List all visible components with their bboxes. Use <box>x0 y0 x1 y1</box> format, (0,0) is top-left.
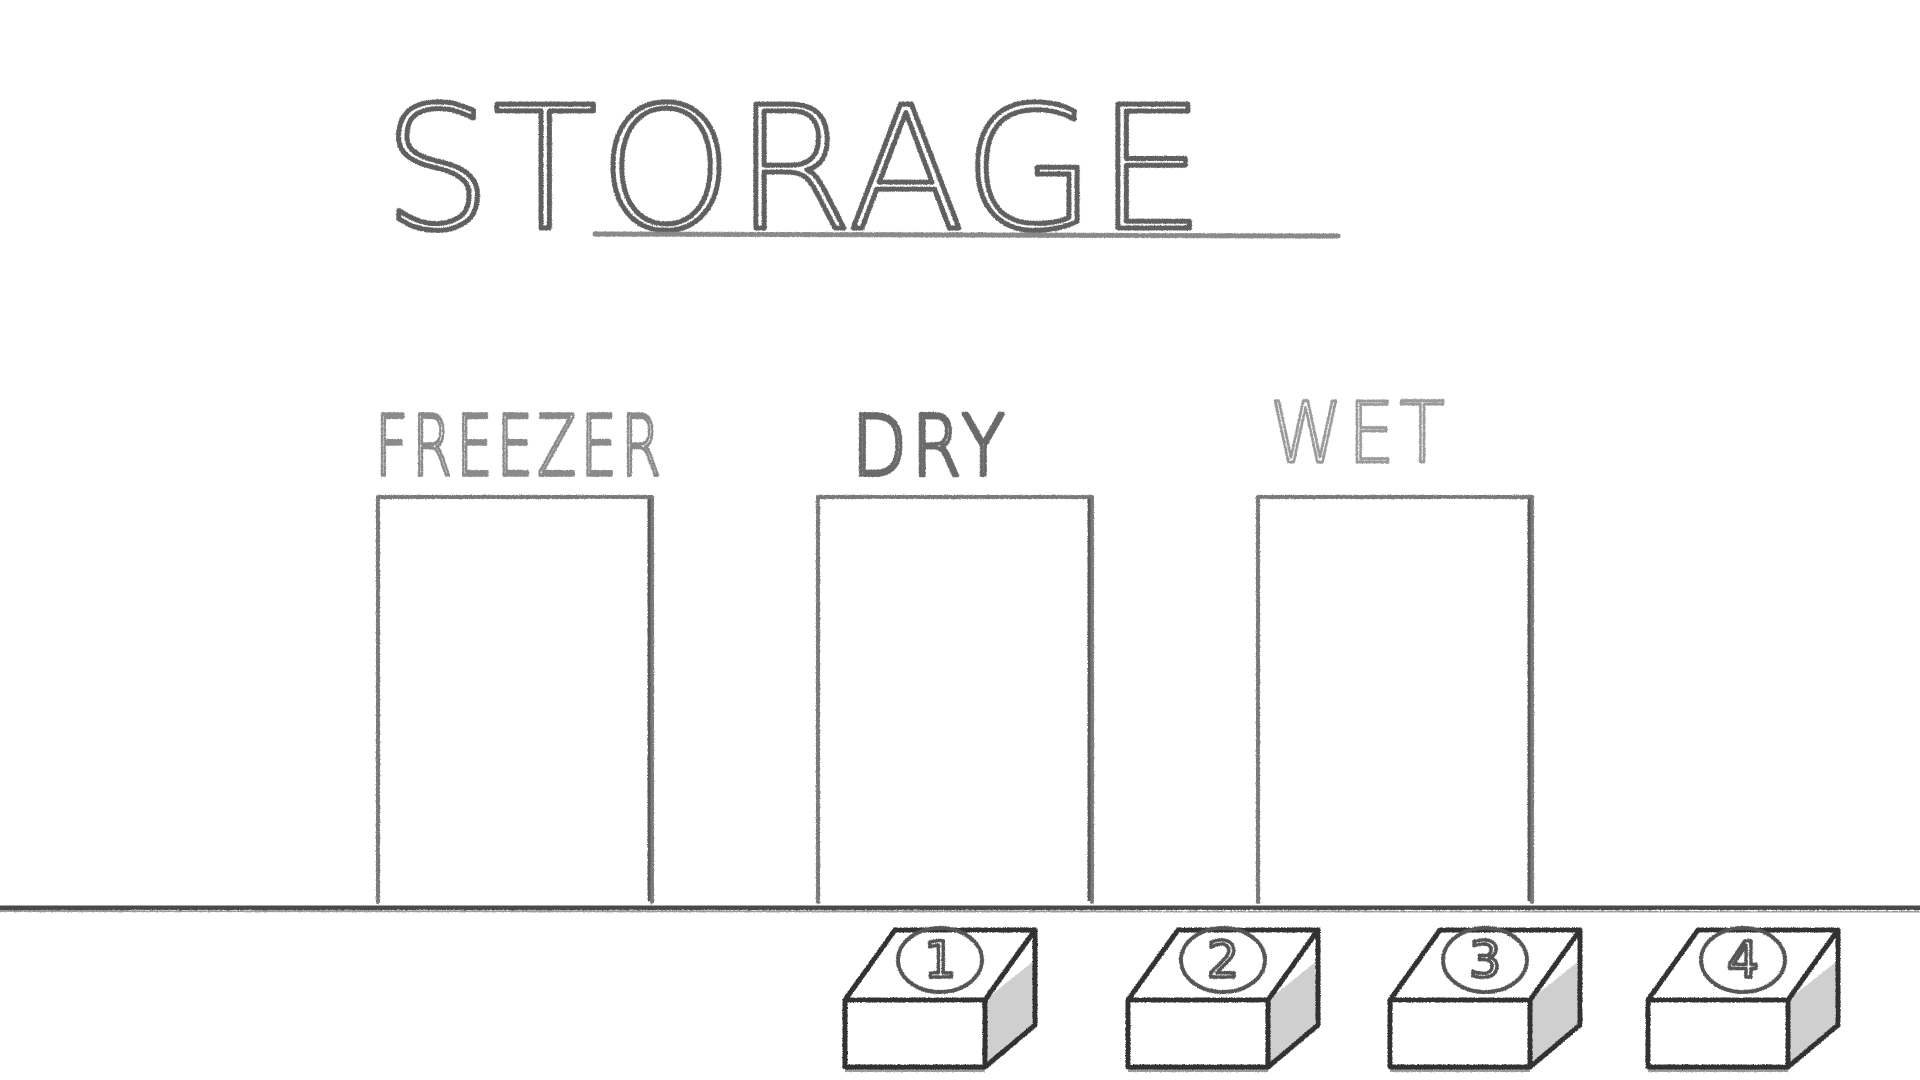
room-label-wet: WET <box>1270 384 1450 482</box>
room-labels: FREEZER DRY WET <box>373 383 1450 498</box>
inventory-slot-3[interactable]: 3 <box>1375 920 1583 1072</box>
slot-number-ring <box>1441 926 1529 994</box>
inventory-slot-4[interactable]: 4 <box>1633 920 1841 1072</box>
wet-door[interactable] <box>1255 495 1534 904</box>
dry-door[interactable] <box>815 495 1094 904</box>
slot-number-label: 1 <box>924 931 956 989</box>
slot-number-label: 2 <box>1207 931 1239 989</box>
page-title: STORAGE <box>383 71 1206 269</box>
inventory-slot-1[interactable]: 1 <box>830 920 1038 1072</box>
floor <box>0 902 1920 913</box>
slot-number-ring <box>1699 926 1787 994</box>
doors <box>375 495 1534 904</box>
freezer-door[interactable] <box>375 495 654 904</box>
room-label-dry: DRY <box>852 397 1010 495</box>
inventory-slot-2[interactable]: 2 <box>1113 920 1321 1072</box>
slot-number-label: 4 <box>1727 931 1759 989</box>
title-underline <box>592 231 1341 239</box>
room-label-freezer: FREEZER <box>375 397 665 495</box>
title-group: STORAGE <box>381 69 1341 272</box>
slot-number-ring <box>896 926 984 994</box>
slot-number-ring <box>1179 926 1267 994</box>
inventory-slots: 1 2 3 4 <box>830 920 1841 1072</box>
slot-number-label: 3 <box>1469 931 1501 989</box>
